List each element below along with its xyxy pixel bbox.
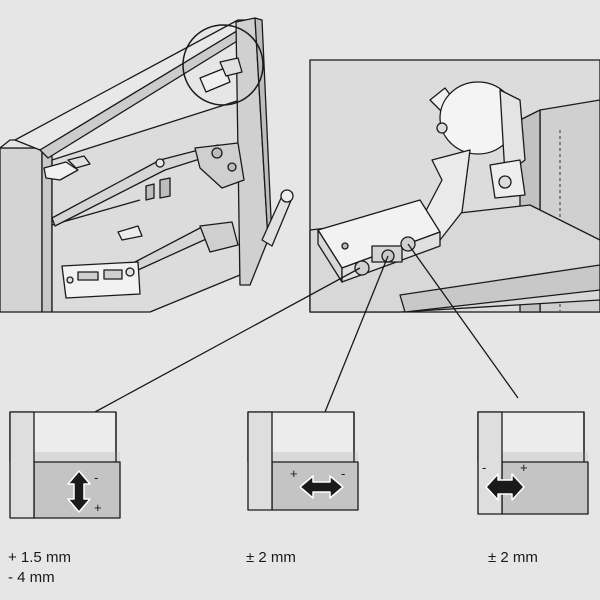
left-adjustment-line-1: + 1.5 mm [8,549,71,566]
middle-plus-sign: + [290,466,298,481]
detail-side-adjustment [247,411,359,511]
horizontal-double-arrow-icon [299,475,344,499]
diagonal-double-arrow-icon [485,473,525,501]
detail-zoom-circle [182,24,264,106]
hinge-closeup-illustration [309,59,600,313]
left-adjustment-caption: + 1.5 mm - 4 mm [8,548,71,588]
middle-adjustment-line-1: ± 2 mm [246,549,296,566]
left-minus-sign: - [94,470,98,485]
vertical-double-arrow-icon [67,470,91,513]
middle-adjustment-caption: ± 2 mm [246,548,296,568]
right-adjustment-line-1: ± 2 mm [488,549,538,566]
left-plus-sign: + [94,500,102,515]
detail-depth-adjustment [477,411,589,515]
left-adjustment-line-2: - 4 mm [8,569,55,586]
detail-vertical-adjustment [9,411,121,519]
right-adjustment-caption: ± 2 mm [488,548,538,568]
leader-lines [94,243,519,413]
right-plus-sign: + [520,460,528,475]
right-minus-sign: - [482,460,486,475]
cabinet-overview-illustration [0,17,294,313]
middle-minus-sign: - [341,466,345,481]
